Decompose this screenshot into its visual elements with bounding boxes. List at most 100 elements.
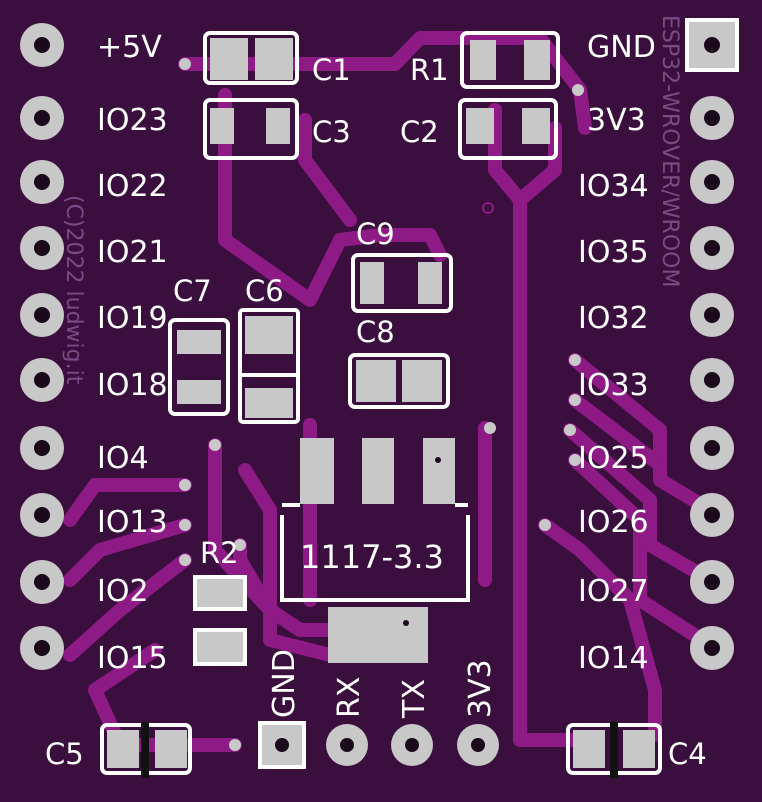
pin-pad[interactable] (690, 226, 734, 270)
smd-pad[interactable] (245, 316, 293, 354)
bottom-header (258, 721, 499, 769)
pin-label: RX (332, 677, 367, 718)
smd-pad[interactable] (573, 730, 605, 768)
smd-pad[interactable] (623, 730, 655, 768)
pin-pad[interactable] (690, 96, 734, 140)
smd-pad[interactable] (266, 108, 290, 144)
pin-pad[interactable] (391, 724, 433, 766)
pin-pad[interactable] (20, 293, 64, 337)
via (569, 394, 581, 406)
component-c9 (351, 253, 453, 313)
label-c6: C6 (245, 274, 284, 308)
pin-pad[interactable] (20, 493, 64, 537)
smd-pad[interactable] (423, 438, 455, 504)
component-c3 (203, 98, 299, 160)
pin-pad[interactable] (326, 724, 368, 766)
via (539, 519, 551, 531)
pin-pad[interactable] (690, 426, 734, 470)
pin-pad[interactable] (690, 626, 734, 670)
label-c8: C8 (356, 315, 395, 349)
regulator-ic (280, 438, 470, 663)
via (569, 354, 581, 366)
regulator-label: 1117-3.3 (300, 538, 444, 576)
smd-pad[interactable] (210, 38, 248, 80)
smd-pad[interactable] (524, 40, 550, 80)
smd-pad[interactable] (177, 380, 221, 404)
smd-pad[interactable] (470, 40, 496, 80)
via (564, 424, 576, 436)
component-c5 (100, 722, 192, 778)
left-header (20, 23, 64, 670)
via (572, 84, 584, 96)
pin-pad[interactable] (690, 560, 734, 604)
component-r1 (460, 31, 560, 89)
smd-pad[interactable] (193, 575, 247, 611)
smd-pad[interactable] (362, 438, 394, 504)
smd-pad[interactable] (245, 388, 293, 418)
pin-label: IO27 (578, 574, 649, 609)
smd-pad[interactable] (402, 360, 442, 402)
pin-pad-square[interactable] (258, 721, 306, 769)
pin-label: IO35 (578, 235, 649, 270)
pin-pad[interactable] (690, 358, 734, 402)
smd-pad[interactable] (155, 730, 187, 768)
smd-pad[interactable] (466, 108, 494, 144)
pin-label: IO4 (97, 441, 149, 476)
pin-pad[interactable] (457, 724, 499, 766)
component-c6 (238, 308, 300, 424)
via (179, 519, 191, 531)
component-c8 (348, 353, 450, 409)
pin-label: IO14 (578, 641, 649, 676)
pin-pad[interactable] (690, 293, 734, 337)
component-c4 (566, 722, 662, 778)
label-c5: C5 (45, 737, 84, 771)
pin-pad[interactable] (20, 358, 64, 402)
smd-pad[interactable] (522, 108, 550, 144)
pin-pad[interactable] (20, 626, 64, 670)
pin-label: +5V (97, 30, 162, 65)
smd-pad[interactable] (300, 438, 334, 504)
pin-pad[interactable] (690, 160, 734, 204)
pin-pad[interactable] (20, 226, 64, 270)
smd-pad[interactable] (255, 38, 293, 80)
pin-label: IO13 (97, 505, 168, 540)
smd-pad[interactable] (210, 108, 234, 144)
smd-pad[interactable] (356, 360, 396, 402)
pin-label: GND (587, 30, 656, 65)
label-c9: C9 (356, 217, 395, 251)
tab-pad[interactable] (328, 607, 428, 663)
via (229, 739, 241, 751)
label-c2: C2 (400, 115, 439, 149)
pin-label: IO19 (97, 301, 168, 336)
right-header (685, 18, 739, 670)
smd-pad[interactable] (193, 628, 247, 666)
label-r2: R2 (200, 536, 239, 570)
pin-label: IO2 (97, 574, 149, 609)
pin-pad[interactable] (20, 96, 64, 140)
smd-pad[interactable] (177, 330, 221, 354)
smd-pad[interactable] (107, 730, 139, 768)
pin-pad[interactable] (20, 426, 64, 470)
via (234, 539, 246, 551)
pin1-marker (435, 457, 441, 463)
pin-pad-square[interactable] (685, 18, 739, 72)
pin-label: IO23 (97, 103, 168, 138)
pin-label: IO33 (578, 368, 649, 403)
smd-pad[interactable] (360, 262, 384, 304)
smd-pad[interactable] (418, 262, 442, 304)
component-c2 (458, 98, 558, 160)
pin-label: IO21 (97, 235, 168, 270)
pin-label: IO32 (578, 301, 649, 336)
pin-pad[interactable] (690, 493, 734, 537)
pin-pad[interactable] (20, 560, 64, 604)
label-c3: C3 (312, 115, 351, 149)
traces (63, 31, 717, 752)
pin-pad[interactable] (20, 23, 64, 67)
component-r2 (193, 575, 247, 666)
pin-label: IO25 (578, 441, 649, 476)
pin-label: IO15 (97, 641, 168, 676)
component-c7 (168, 318, 230, 416)
pin-pad[interactable] (20, 160, 64, 204)
pin-label: IO26 (578, 505, 649, 540)
